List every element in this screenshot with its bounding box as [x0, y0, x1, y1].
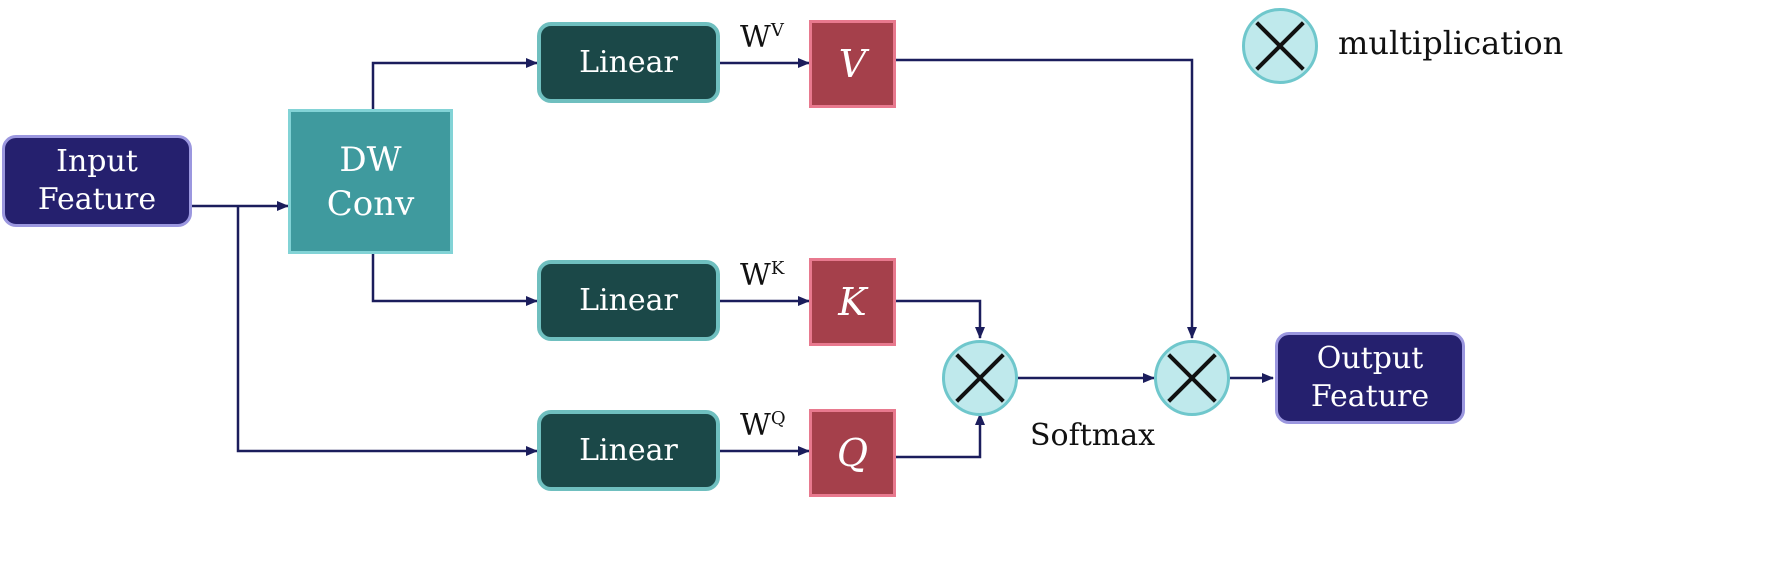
linear-k-label: Linear	[579, 283, 678, 318]
legend-multiplication-label: multiplication	[1338, 24, 1564, 62]
weight-k-sup: K	[770, 258, 785, 279]
matrix-v-label: V	[838, 42, 867, 86]
weight-k-label: WK	[740, 258, 784, 293]
weight-q-base: W	[740, 408, 771, 443]
matrix-k-label: K	[838, 280, 867, 324]
output-feature-line2: Feature	[1310, 379, 1430, 414]
input-feature-box: Input Feature	[2, 135, 192, 227]
input-feature-line1: Input	[56, 144, 138, 179]
linear-k-box: Linear	[537, 260, 720, 341]
matrix-q-box: Q	[809, 409, 896, 497]
linear-v-label: Linear	[579, 45, 678, 80]
weight-v-sup: V	[770, 20, 784, 41]
arrow-k-to-multiply-1	[896, 299, 985, 339]
matrix-v-box: V	[809, 20, 896, 108]
weight-v-label: WV	[740, 20, 784, 55]
dw-conv-line2: Conv	[326, 183, 415, 224]
weight-q-label: WQ	[740, 408, 786, 443]
dw-conv-box: DW Conv	[288, 109, 453, 254]
weight-k-base: W	[740, 258, 771, 293]
arrow-input-to-linear-q	[236, 206, 538, 456]
linear-v-box: Linear	[537, 22, 720, 103]
arrow-v-to-multiply-2	[896, 58, 1197, 339]
output-feature-box: Output Feature	[1275, 332, 1465, 424]
weight-v-base: W	[740, 20, 771, 55]
arrow-dwconv-to-linear-k	[371, 253, 538, 306]
input-feature-line2: Feature	[37, 182, 157, 217]
legend-multiplication-icon	[1242, 8, 1318, 84]
dw-conv-line1: DW	[339, 139, 402, 180]
multiply-attention-v-icon	[1154, 340, 1230, 416]
matrix-q-label: Q	[836, 431, 869, 475]
weight-q-sup: Q	[770, 408, 786, 429]
output-feature-line1: Output	[1316, 341, 1424, 376]
matrix-k-box: K	[809, 258, 896, 346]
linear-q-box: Linear	[537, 410, 720, 491]
softmax-label: Softmax	[1030, 418, 1156, 453]
linear-q-label: Linear	[579, 433, 678, 468]
arrow-q-to-multiply-1	[896, 413, 985, 459]
arrow-dwconv-to-linear-v	[371, 58, 538, 110]
multiply-qk-icon	[942, 340, 1018, 416]
